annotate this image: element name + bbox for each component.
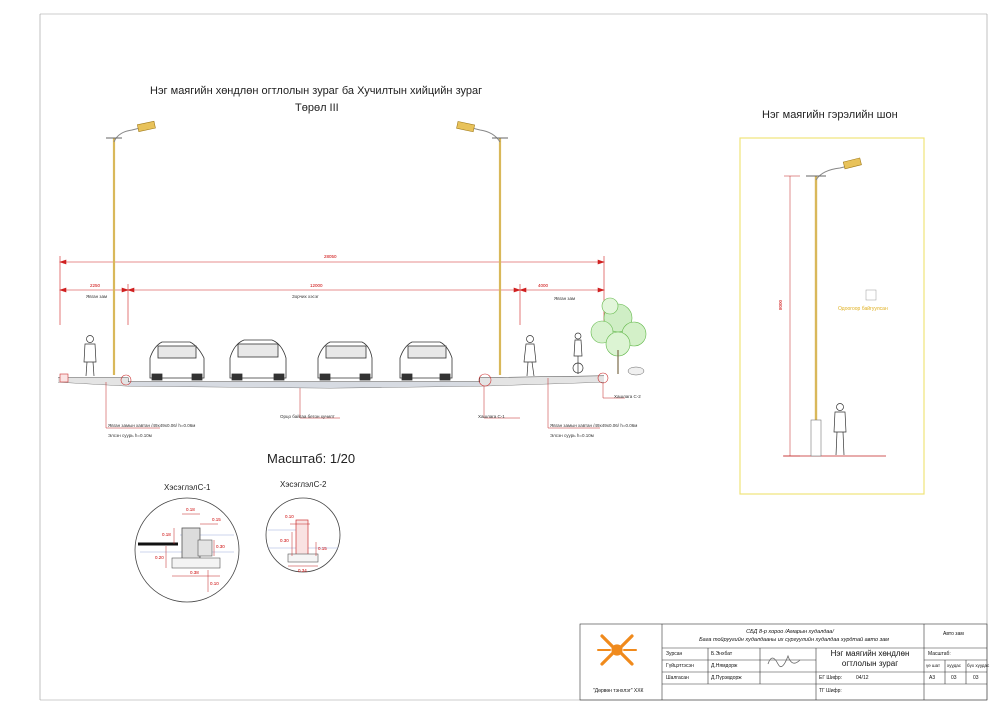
c1-dim-top: 0.18 (186, 507, 195, 512)
c1-dim-mid: 0.30 (216, 544, 225, 549)
pole-note: Одоогоор байгуулсан (838, 306, 888, 312)
name-drawn: Б.Энхбат (711, 651, 733, 657)
light-pole-left (106, 120, 156, 375)
c2-dim-bottom: 0.34 (298, 568, 307, 573)
detail-c1 (134, 497, 240, 603)
cross-section (57, 120, 647, 429)
page-label: хуудас (947, 663, 961, 668)
c1-dim-left: 0.18 (162, 532, 171, 537)
car-2 (229, 339, 287, 381)
note-concrete: Орцо байгаа бетон хучилт (280, 414, 335, 419)
note-right-base: Элсэн суурь h=0.10м (550, 433, 594, 438)
stage-label: үе шат (926, 663, 941, 668)
pedestrian-right (523, 335, 537, 377)
company-logo-icon (597, 634, 637, 666)
dim-total: 28050 (324, 254, 337, 259)
scale-field-label: Масштаб: (928, 651, 951, 657)
c2-dim-side: 0.15 (318, 546, 327, 551)
section-subtitle: Төрөл III (295, 102, 339, 114)
zone-right-label: Явган зам (554, 296, 576, 301)
c1-dim-bottom: 0.38 (190, 570, 199, 575)
leader-lines (105, 378, 625, 429)
company-name: "Дөрвөн тэнхлэг" ХХК (593, 688, 644, 694)
pole-elevation (739, 137, 925, 495)
c2-dim-mid: 0.30 (280, 538, 289, 543)
pole-title: Нэг маягийн гэрэлийн шон (762, 109, 898, 121)
role-performed: Гүйцэтгэсэн (666, 663, 694, 669)
dim-left: 2250 (90, 283, 101, 288)
drawing-title: Нэг маягийн хөндлөн огтлолын зураг (818, 649, 922, 669)
note-left-base: Элсэн суурь h=0.10м (108, 433, 152, 438)
note-right-pave: Явган замын хавтан /49x49x0.06/ h=0.06м (550, 423, 638, 428)
page-value: 03 (951, 675, 957, 681)
eg-code-label: ЕГ Шифр: (819, 675, 843, 681)
detail-c2 (265, 497, 341, 573)
car-1 (149, 341, 205, 381)
dimension-lines (59, 256, 605, 325)
note-curb1: Хашлага С-1 (478, 414, 505, 419)
role-drawn: Зурсан (666, 651, 683, 657)
tree (590, 297, 647, 376)
c2-dim-top: 0.10 (285, 514, 294, 519)
drawing-title-text: Нэг маягийн хөндлөн огтлолын зураг (830, 649, 910, 668)
total-value: 03 (973, 675, 979, 681)
total-label: бүх хуудас (967, 663, 990, 668)
detail-c2-label: ХэсэглэлС-2 (280, 480, 327, 489)
tg-code-label: ТГ Шифр: (819, 688, 842, 694)
name-checked: Д.Пүрэвдорж (711, 675, 742, 681)
road-surface (57, 372, 609, 389)
pedestrian-scale (833, 403, 847, 456)
note-curb2: Хашлага С-2 (614, 394, 641, 399)
dim-center: 12000 (310, 283, 323, 288)
format-value: А3 (929, 675, 936, 681)
pedestrian-left (83, 335, 97, 377)
c1-dim-right: 0.15 (212, 517, 221, 522)
pole-height: 8000 (778, 299, 783, 310)
project-line-1: СБД 8-р хороо /Амарын худалдаа/ (746, 629, 834, 635)
scale-label: Масштаб: 1/20 (267, 451, 356, 466)
project-line-2: Бага тойруугийн худалдааны их сургуулийн… (699, 637, 889, 643)
object-name: Авто зам (943, 631, 964, 637)
dim-right: 4000 (538, 283, 549, 288)
title-block-frame (579, 623, 988, 701)
car-4 (399, 341, 453, 381)
zone-left-label: Явган зам (86, 294, 108, 299)
role-checked: Шалгасан (666, 675, 689, 681)
name-performed: Д.Нямдорж (711, 663, 738, 669)
c1-dim-depth: 0.10 (210, 581, 219, 586)
car-3 (317, 341, 373, 381)
eg-code-value: 04/12 (856, 675, 869, 681)
section-title: Нэг маягийн хөндлөн огтлолын зураг ба Ху… (150, 85, 483, 97)
light-pole-right (456, 121, 508, 375)
c1-dim-base: 0.20 (155, 555, 164, 560)
zone-center-label: Зорчих хэсэг (292, 294, 319, 299)
signature (767, 654, 801, 668)
detail-c1-label: ХэсэглэлС-1 (164, 483, 211, 492)
cyclist (572, 332, 584, 374)
note-left-pave: Явган замын хавтан /49x49x0.06/ h=0.06м (108, 423, 196, 428)
